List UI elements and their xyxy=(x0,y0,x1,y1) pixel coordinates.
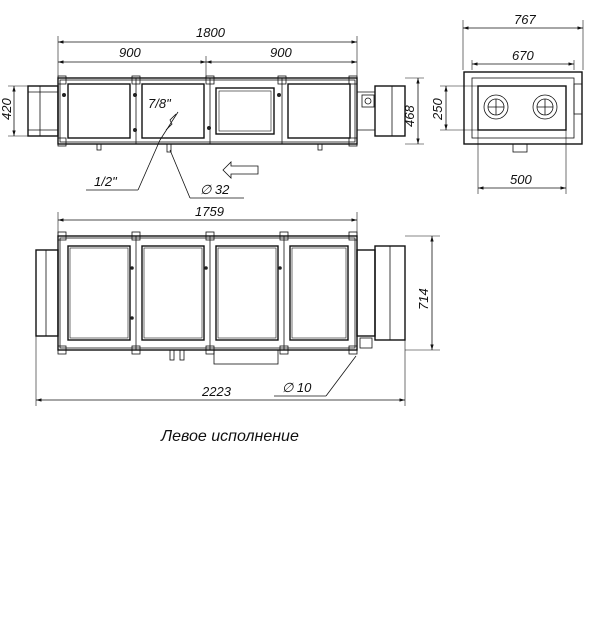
top-body xyxy=(57,77,358,145)
flow-arrow-icon xyxy=(222,161,259,179)
panel-2 xyxy=(141,83,205,139)
drain-label: ∅ 32 xyxy=(200,182,230,197)
side-body xyxy=(57,235,358,351)
dim-side-height: 714 xyxy=(416,288,431,310)
fan-icon xyxy=(532,94,558,120)
fan-icon xyxy=(483,94,509,120)
pipe-label-b: 1/2" xyxy=(94,174,118,189)
dim-height: 420 xyxy=(0,98,14,120)
dim-body-length: 1759 xyxy=(195,204,224,219)
dim-total-length: 1800 xyxy=(196,25,226,40)
drain-tray xyxy=(213,349,279,365)
end-flange xyxy=(477,85,567,131)
side-panel-1 xyxy=(67,245,131,341)
panel-4 xyxy=(287,83,351,139)
side-view: 1759 xyxy=(35,204,440,406)
side-panel-3 xyxy=(215,245,279,341)
panel-3 xyxy=(215,87,275,135)
end-body xyxy=(463,71,583,145)
dim-section-left: 900 xyxy=(119,45,141,60)
left-duct xyxy=(27,85,59,137)
panel-1 xyxy=(67,83,131,139)
dim-inner-width: 670 xyxy=(512,48,534,63)
drawing-caption: Левое исполнение xyxy=(161,428,299,445)
end-view: 767 670 250 500 xyxy=(430,12,584,194)
side-left-duct xyxy=(35,249,59,337)
right-duct xyxy=(374,85,406,137)
pipe-label-a: 7/8" xyxy=(148,96,172,111)
top-view: 1800 900 900 xyxy=(0,25,424,199)
dim-section-right: 900 xyxy=(270,45,292,60)
dim-duct-width: 500 xyxy=(510,172,532,187)
dim-duct-height: 250 xyxy=(430,98,445,121)
side-panel-2 xyxy=(141,245,205,341)
dim-side-total: 2223 xyxy=(201,384,232,399)
side-panel-4 xyxy=(289,245,349,341)
hole-label: ∅ 10 xyxy=(282,380,312,395)
dim-outer-width: 767 xyxy=(514,12,536,27)
dim-full-height: 468 xyxy=(402,105,417,127)
